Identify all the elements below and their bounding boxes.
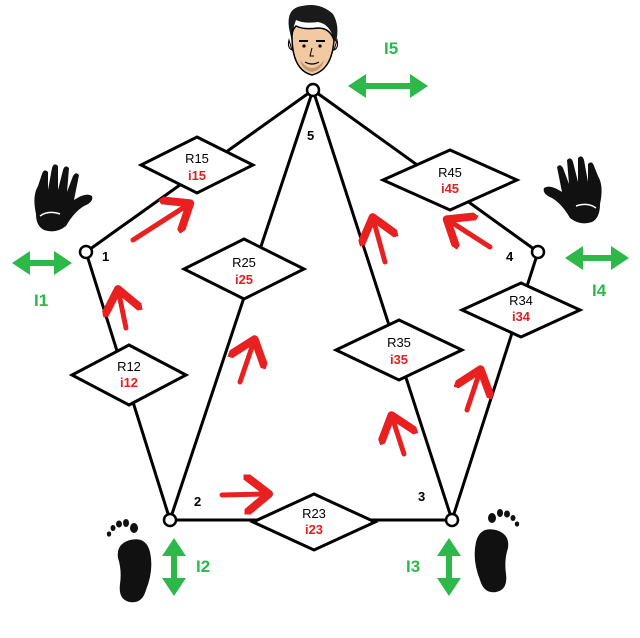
r15-current: i15 bbox=[188, 168, 206, 183]
r12-current: i12 bbox=[120, 375, 138, 390]
resistor-r34: R34 i34 bbox=[458, 281, 584, 339]
label-i1: I1 bbox=[34, 291, 48, 310]
r45-current: i45 bbox=[441, 181, 459, 196]
node-4 bbox=[530, 244, 546, 260]
node-2 bbox=[162, 512, 178, 528]
resistor-r23: R23 i23 bbox=[249, 492, 379, 552]
arrow-i35-lower bbox=[393, 420, 404, 457]
node-5 bbox=[305, 82, 321, 98]
external-arrow-i4 bbox=[565, 246, 629, 270]
resistor-r25: R25 i25 bbox=[180, 237, 308, 301]
r12-name: R12 bbox=[117, 359, 141, 374]
label-i5: I5 bbox=[384, 39, 398, 58]
wire-3-5 bbox=[311, 88, 454, 522]
r35-name: R35 bbox=[387, 335, 411, 350]
external-arrows bbox=[12, 74, 629, 596]
external-arrow-i5 bbox=[348, 74, 428, 98]
arrow-i25 bbox=[240, 344, 253, 385]
r25-current: i25 bbox=[235, 272, 253, 287]
r34-current: i34 bbox=[512, 309, 531, 324]
label-i4: I4 bbox=[592, 281, 607, 300]
resistor-r15: R15 i15 bbox=[137, 135, 257, 195]
r25-name: R25 bbox=[232, 255, 256, 270]
r45-name: R45 bbox=[438, 165, 462, 180]
current-arrows bbox=[119, 206, 490, 495]
right-foot-icon bbox=[474, 509, 520, 593]
node-label-1: 1 bbox=[102, 249, 109, 264]
arrow-i15 bbox=[130, 206, 186, 243]
resistor-r35: R35 i35 bbox=[332, 318, 466, 382]
wire-2-5 bbox=[168, 88, 315, 522]
r15-name: R15 bbox=[185, 151, 209, 166]
label-i2: I2 bbox=[196, 557, 210, 576]
node-3 bbox=[444, 512, 460, 528]
nodes bbox=[78, 82, 546, 528]
arrow-i35-upper bbox=[374, 222, 385, 265]
r35-current: i35 bbox=[390, 352, 408, 367]
resistor-r45: R45 i45 bbox=[379, 148, 521, 212]
r34-name: R34 bbox=[509, 293, 533, 308]
arrow-i45 bbox=[451, 222, 493, 247]
label-i3: I3 bbox=[406, 557, 420, 576]
head-icon bbox=[287, 5, 339, 76]
left-hand-icon bbox=[34, 164, 93, 232]
r23-name: R23 bbox=[302, 506, 326, 521]
node-label-3: 3 bbox=[418, 489, 425, 504]
arrow-i23 bbox=[219, 494, 264, 495]
arrow-i34 bbox=[467, 374, 479, 413]
arrow-i12 bbox=[119, 294, 126, 331]
external-arrow-i3 bbox=[437, 538, 461, 596]
left-foot-icon bbox=[106, 519, 152, 603]
external-arrow-i1 bbox=[12, 251, 72, 275]
node-label-2: 2 bbox=[194, 494, 201, 509]
node-1 bbox=[78, 244, 94, 260]
right-hand-icon bbox=[543, 156, 602, 224]
r23-current: i23 bbox=[305, 522, 323, 537]
node-label-5: 5 bbox=[307, 128, 314, 143]
node-label-4: 4 bbox=[506, 249, 514, 264]
resistor-r12: R12 i12 bbox=[68, 343, 190, 407]
external-arrow-i2 bbox=[162, 538, 186, 596]
